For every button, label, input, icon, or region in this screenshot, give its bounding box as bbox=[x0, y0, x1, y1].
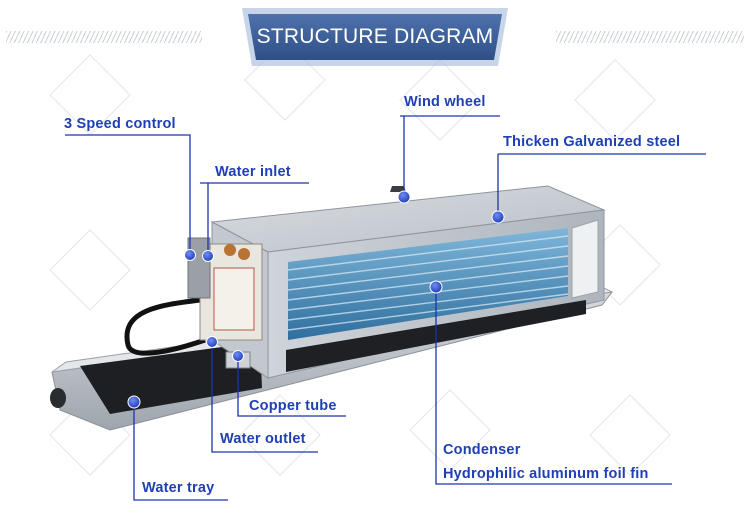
label-condenser: Condenser bbox=[443, 442, 521, 458]
label-speed-control: 3 Speed control bbox=[64, 116, 176, 132]
marker-water-tray bbox=[127, 395, 141, 409]
marker-water-inlet bbox=[202, 250, 214, 262]
label-copper-tube: Copper tube bbox=[249, 398, 337, 414]
label-water-inlet: Water inlet bbox=[215, 164, 291, 180]
fan-coil-unit bbox=[50, 185, 614, 431]
marker-wind-wheel bbox=[397, 190, 411, 204]
label-thicken-steel: Thicken Galvanized steel bbox=[503, 134, 681, 150]
banner-hatch-left bbox=[6, 31, 202, 43]
label-water-tray: Water tray bbox=[142, 480, 215, 496]
leader-lines bbox=[65, 115, 706, 501]
leader-water-tray bbox=[133, 402, 228, 501]
leader-speed-control bbox=[65, 134, 191, 255]
label-water-outlet: Water outlet bbox=[220, 431, 306, 447]
label-hydrophilic-fin: Hydrophilic aluminum foil fin bbox=[443, 466, 649, 482]
leader-condenser bbox=[435, 286, 672, 485]
marker-speed-control bbox=[184, 249, 196, 261]
marker-condenser bbox=[429, 280, 443, 294]
banner-title: STRUCTURE DIAGRAM bbox=[256, 25, 494, 48]
marker-dots bbox=[127, 190, 505, 409]
banner-hatch-right bbox=[556, 31, 744, 43]
leader-water-outlet bbox=[211, 342, 318, 453]
marker-thicken-steel bbox=[491, 210, 505, 224]
title-banner bbox=[242, 8, 508, 66]
marker-water-outlet bbox=[206, 336, 218, 348]
label-wind-wheel: Wind wheel bbox=[404, 94, 486, 110]
leader-copper-tube bbox=[237, 356, 346, 417]
marker-copper-tube bbox=[232, 350, 244, 362]
